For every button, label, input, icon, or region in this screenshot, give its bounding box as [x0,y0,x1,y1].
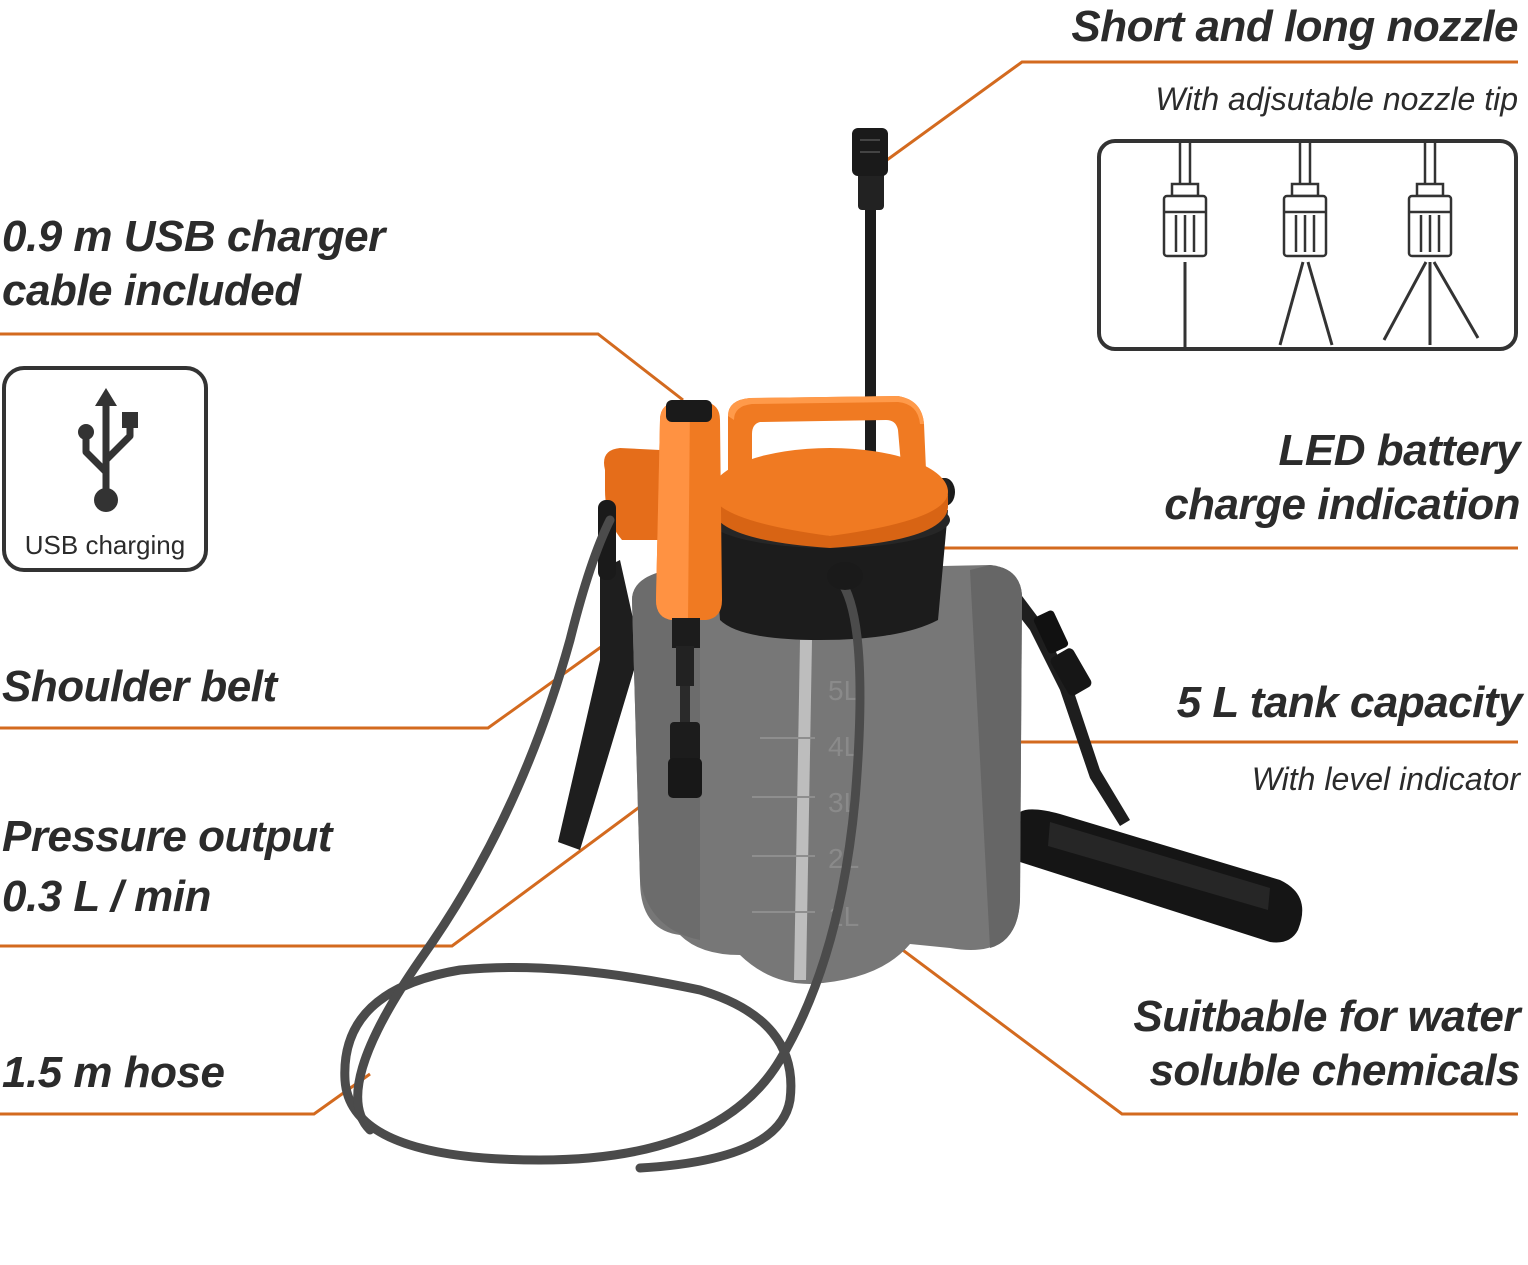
callout-chemicals [875,928,1518,1116]
usb-charging-badge: USB charging [2,366,208,572]
nozzle-title: Short and long nozzle [1071,2,1518,51]
callout-nozzle [879,60,1518,167]
long-lance [852,128,888,460]
tank-capacity-title: 5 L tank capacity [1176,678,1523,727]
orange-lid [712,396,948,548]
hose [340,515,865,1173]
chemicals-title-line2: soluble chemicals [1149,1046,1520,1095]
led-title-line2: charge indication [1164,480,1520,529]
tank-mark-5l: 5L [828,675,859,706]
callout-hose [0,1072,371,1116]
shoulder-belt-title: Shoulder belt [2,662,277,711]
usb-charging-label: USB charging [24,530,186,560]
callout-pressure [0,778,677,948]
pressure-title-line2: 0.3 L / min [2,872,211,921]
usb-icon [78,388,138,512]
tank-capacity-subtitle: With level indicator [1251,761,1520,797]
callout-usb-cable [0,332,684,402]
pressure-title-line1: Pressure output [2,812,332,861]
usb-cable-title-line2: cable included [2,266,301,315]
usb-cable-title-line1: 0.9 m USB charger [2,212,385,261]
hose-title: 1.5 m hose [2,1048,225,1097]
callout-shoulder [0,640,609,730]
shoulder-strap [558,560,1303,943]
spray-gun [598,400,722,798]
chemicals-title-line1: Suitbable for water [1133,992,1520,1041]
tank: 5L 4L 3L 2L 1L [632,565,1022,984]
nozzle-subtitle: With adjsutable nozzle tip [1155,81,1518,117]
nozzle-tip-diagram [1097,139,1518,351]
callout-lines [0,60,1518,1116]
led-title-line1: LED battery [1278,426,1521,475]
